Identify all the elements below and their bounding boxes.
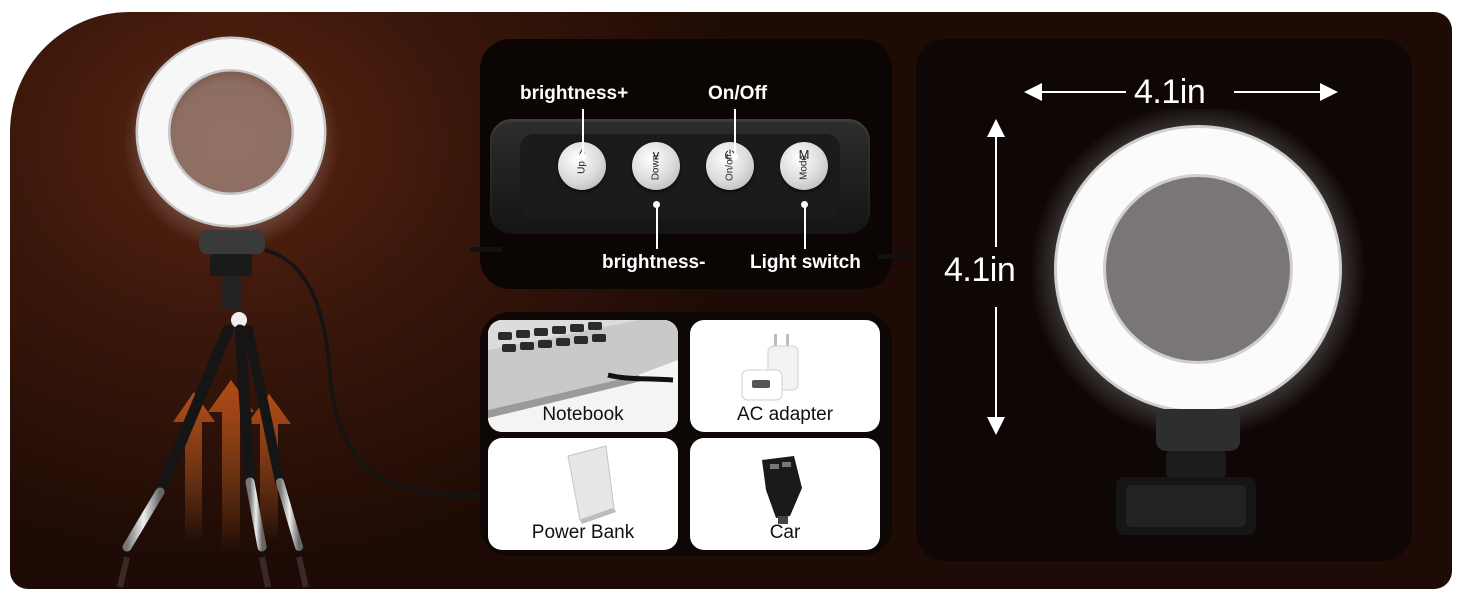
- power-bank-label: Power Bank: [531, 522, 635, 543]
- label-light-switch: Light switch: [750, 252, 861, 273]
- notebook-label: Notebook: [542, 404, 624, 425]
- chevron-down-icon: v: [652, 147, 660, 162]
- power-button[interactable]: ⏻ On/off: [706, 142, 754, 190]
- label-brightness-down: brightness-: [602, 252, 706, 273]
- power-sources-panel: Notebook AC adapter Power Bank: [480, 312, 892, 556]
- brightness-down-button[interactable]: v Down: [632, 142, 680, 190]
- laptop-icon: [488, 320, 678, 432]
- tripod-legs: [122, 324, 303, 552]
- power-source-notebook: Notebook: [488, 320, 678, 432]
- power-source-car: Car: [690, 438, 880, 550]
- power-source-ac-adapter: AC adapter: [690, 320, 880, 432]
- power-source-power-bank: Power Bank: [488, 438, 678, 550]
- mode-button[interactable]: M Mode: [780, 142, 828, 190]
- tripod-ring-light-illustration: [117, 34, 480, 588]
- label-on-off: On/Off: [708, 83, 768, 104]
- ring-light-with-clip-illustration: [1030, 109, 1366, 535]
- width-dimension: 4.1in: [1134, 73, 1206, 111]
- background-canvas: brightness+ On/Off brightness- Light swi…: [10, 12, 1452, 589]
- label-brightness-up: brightness+: [520, 83, 629, 104]
- height-dimension: 4.1in: [944, 251, 1016, 289]
- dimensions-panel: 4.1in 4.1in: [916, 39, 1412, 561]
- car-label: Car: [769, 522, 801, 543]
- ac-adapter-label: AC adapter: [736, 404, 834, 425]
- inline-remote-control: ^ Up v Down ⏻ On/off M Mode: [470, 119, 908, 259]
- inline-remote-panel: brightness+ On/Off brightness- Light swi…: [470, 39, 908, 289]
- ac-adapter-icon: [741, 334, 799, 401]
- power-bank-icon: [567, 445, 616, 524]
- car-charger-icon: [762, 456, 802, 524]
- power-icon: ⏻: [724, 147, 736, 162]
- mode-icon: M: [798, 147, 810, 162]
- extend-arrows-icon: [173, 380, 291, 552]
